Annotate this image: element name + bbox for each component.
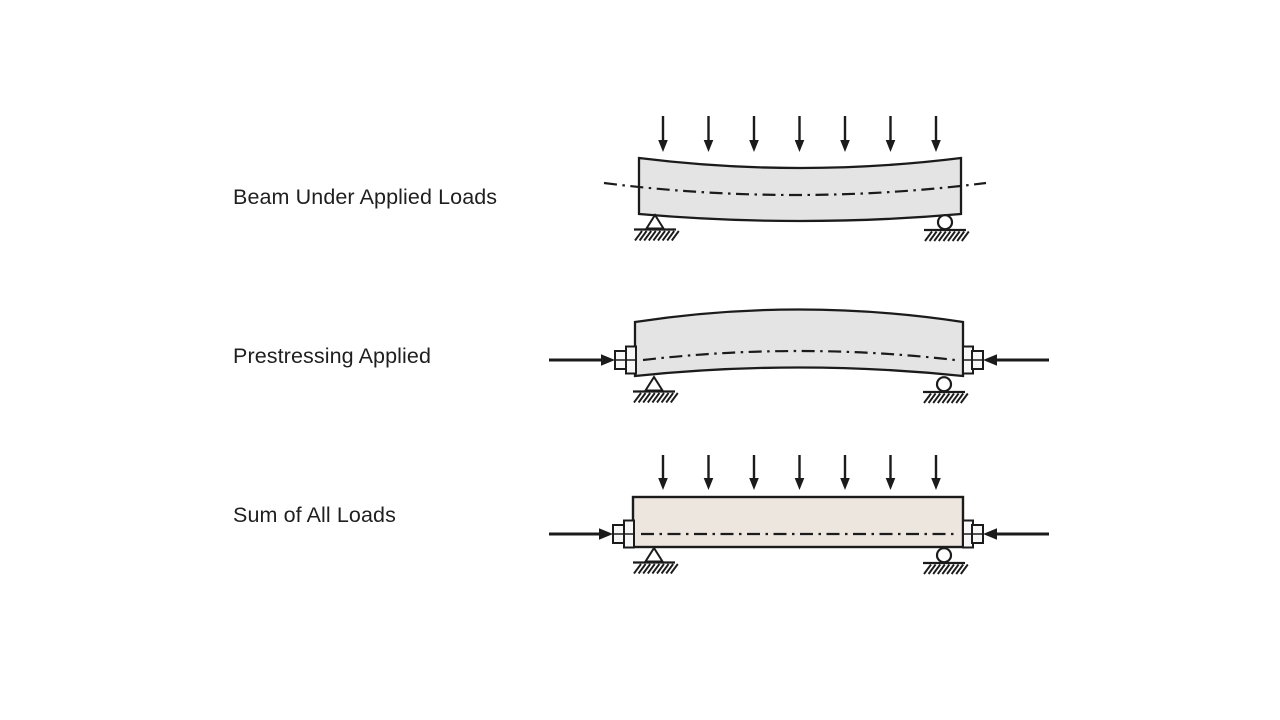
ground-hatch-icon <box>951 230 961 242</box>
ground-hatch-icon <box>937 392 946 404</box>
ground-hatch-icon <box>938 230 947 242</box>
ground-hatch-icon <box>633 392 642 404</box>
prestress-arrow-head-icon <box>983 354 997 366</box>
pin-support-icon <box>643 375 665 392</box>
ground-hatch-icon <box>670 563 679 575</box>
ground-hatch-icon <box>656 392 665 404</box>
ground-hatch-icon <box>647 563 656 575</box>
ground-hatch-icon <box>950 563 960 575</box>
load-arrow-head-icon <box>931 478 941 490</box>
ground-hatch-icon <box>651 392 661 404</box>
load-arrow-head-icon <box>658 478 668 490</box>
prestress-arrow-head-icon <box>983 528 997 540</box>
ground-hatch-icon <box>932 563 941 575</box>
ground-hatch-icon <box>661 230 671 242</box>
load-arrow-head-icon <box>749 478 759 490</box>
beam-shape <box>631 495 965 549</box>
roller-support-icon <box>935 547 953 564</box>
beam-shape <box>633 308 965 378</box>
ground-hatch-icon <box>638 230 648 242</box>
ground-hatch-icon <box>643 230 652 242</box>
ground-hatch-icon <box>946 392 955 404</box>
roller-support-icon <box>935 376 953 393</box>
prestress-arrow-head-icon <box>599 528 613 540</box>
ground-hatch-icon <box>956 230 965 242</box>
ground-hatch-icon <box>923 563 932 575</box>
ground-hatch-icon <box>660 563 670 575</box>
ground-hatch-icon <box>637 563 647 575</box>
ground-hatch-icon <box>670 392 679 404</box>
ground-hatch-icon <box>642 563 651 575</box>
centroid-axis-line <box>603 181 987 197</box>
ground-hatch-icon <box>648 230 657 242</box>
ground-hatch-icon <box>923 392 932 404</box>
load-arrow-head-icon <box>703 140 714 152</box>
ground-hatch-icon <box>942 230 952 242</box>
load-arrow-head-icon <box>840 478 850 490</box>
load-arrow-head-icon <box>794 478 805 490</box>
ground-hatch-icon <box>946 563 955 575</box>
ground-hatch-icon <box>955 563 964 575</box>
ground-hatch-icon <box>927 392 937 404</box>
centroid-axis-line <box>642 349 956 362</box>
roller-support-icon <box>936 214 954 231</box>
ground-hatch-icon <box>665 563 674 575</box>
ground-hatch-icon <box>950 392 960 404</box>
load-arrow-head-icon <box>931 140 941 152</box>
prestressing-applied-figure <box>549 308 1049 404</box>
ground-hatch-icon <box>937 563 946 575</box>
ground-hatch-icon <box>665 392 674 404</box>
row-label-sum-of-all-loads: Sum of All Loads <box>233 503 396 527</box>
row-label-prestressing-applied: Prestressing Applied <box>233 344 431 368</box>
beam-shape <box>637 156 963 223</box>
ground-hatch-icon <box>933 230 942 242</box>
prestress-arrow-head-icon <box>601 354 615 366</box>
load-arrow-head-icon <box>885 140 896 152</box>
ground-hatch-icon <box>660 392 670 404</box>
load-arrow-head-icon <box>794 140 805 152</box>
ground-hatch-icon <box>960 392 969 404</box>
ground-hatch-icon <box>666 230 675 242</box>
sum-of-all-loads-figure <box>549 455 1049 575</box>
ground-hatch-icon <box>657 230 666 242</box>
ground-hatch-icon <box>947 230 956 242</box>
load-arrow-head-icon <box>840 140 850 152</box>
ground-hatch-icon <box>941 563 951 575</box>
load-arrow-head-icon <box>749 140 759 152</box>
ground-hatch-icon <box>927 563 937 575</box>
load-arrow-head-icon <box>658 140 668 152</box>
ground-hatch-icon <box>961 230 970 242</box>
ground-hatch-icon <box>941 392 951 404</box>
ground-hatch-icon <box>960 563 969 575</box>
ground-hatch-icon <box>637 392 647 404</box>
ground-hatch-icon <box>633 563 642 575</box>
ground-hatch-icon <box>642 392 651 404</box>
ground-hatch-icon <box>928 230 938 242</box>
load-arrow-head-icon <box>885 478 896 490</box>
row-label-beam-under-applied-loads: Beam Under Applied Loads <box>233 185 498 209</box>
beam-under-applied-loads-figure <box>603 116 987 242</box>
ground-hatch-icon <box>924 230 933 242</box>
load-arrow-head-icon <box>703 478 714 490</box>
ground-hatch-icon <box>955 392 964 404</box>
pin-support-icon <box>644 213 666 230</box>
ground-hatch-icon <box>652 230 662 242</box>
ground-hatch-icon <box>634 230 643 242</box>
ground-hatch-icon <box>647 392 656 404</box>
ground-hatch-icon <box>932 392 941 404</box>
ground-hatch-icon <box>656 563 665 575</box>
pin-support-icon <box>643 546 665 563</box>
ground-hatch-icon <box>651 563 661 575</box>
ground-hatch-icon <box>671 230 680 242</box>
